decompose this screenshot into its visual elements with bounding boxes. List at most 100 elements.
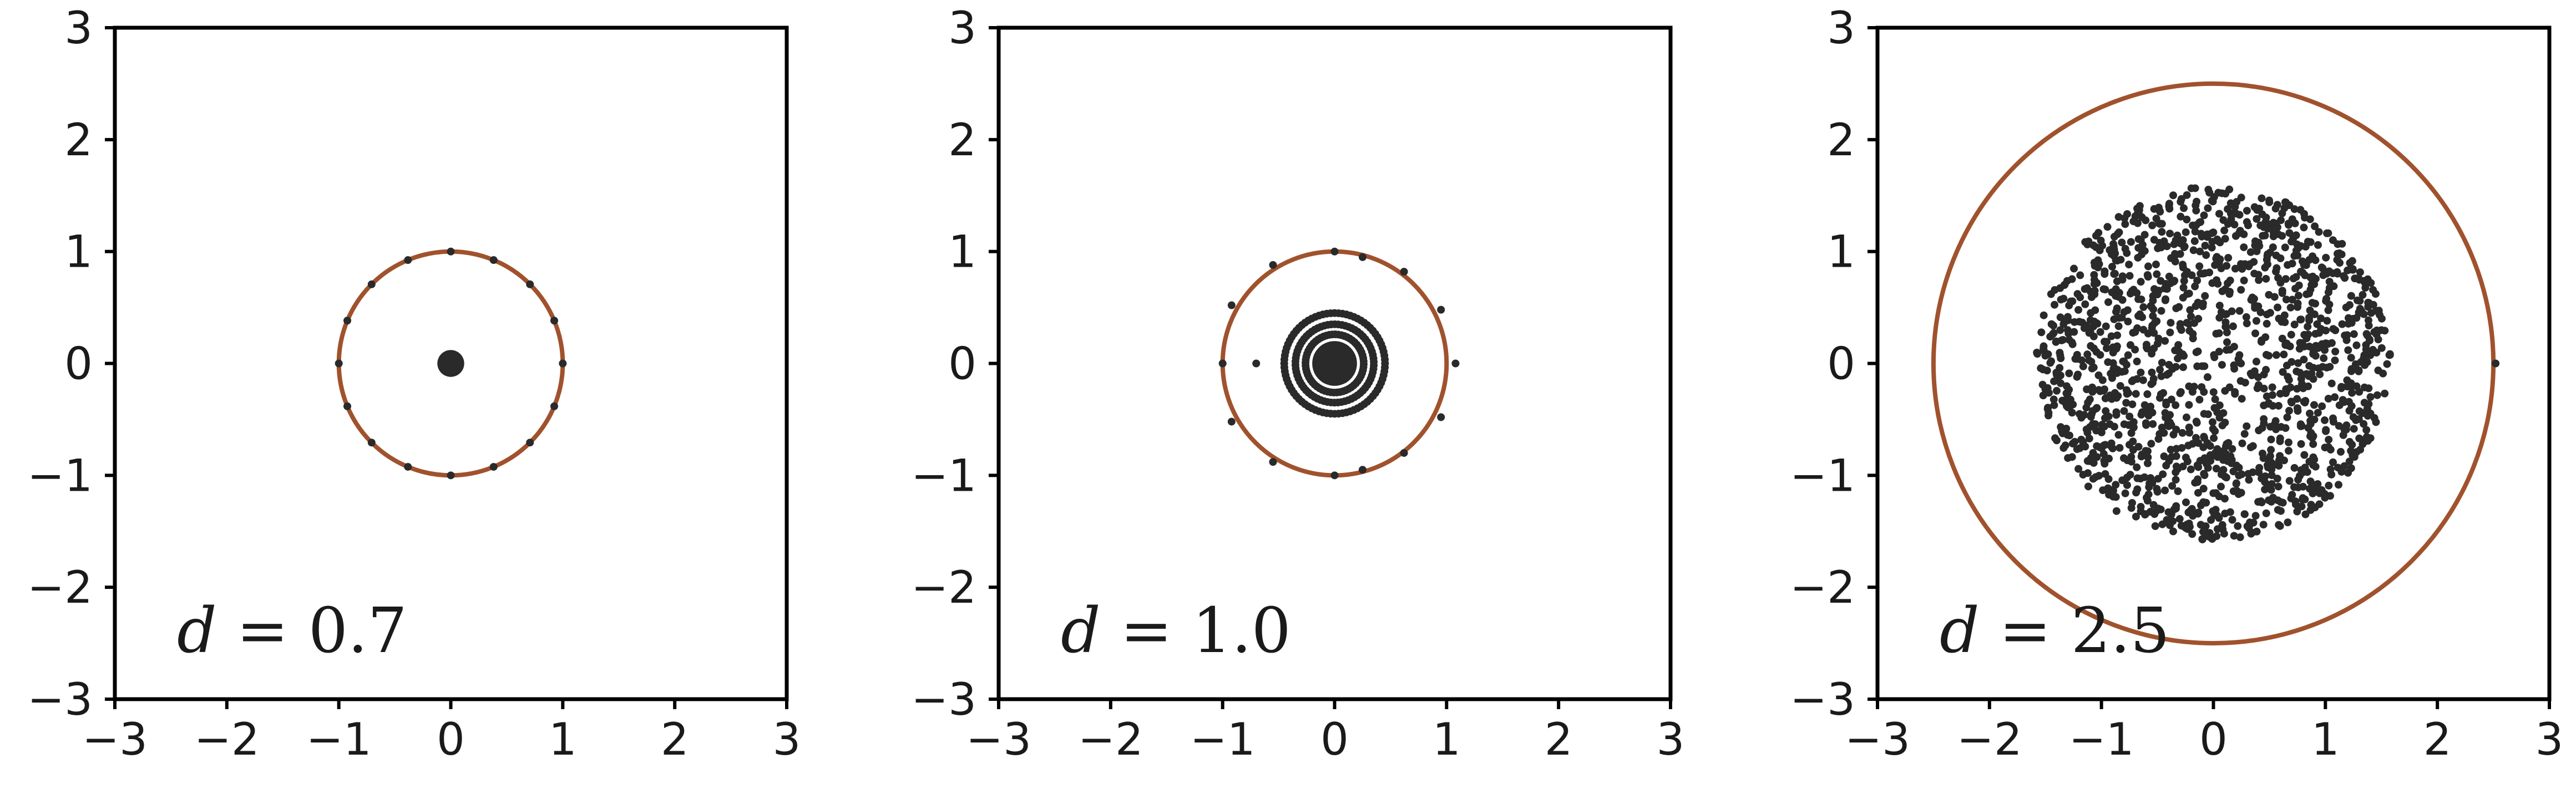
data-point [2275, 314, 2283, 323]
data-point [2336, 259, 2344, 267]
data-point [2099, 285, 2108, 293]
data-point [2164, 420, 2172, 428]
data-point [2253, 215, 2261, 223]
data-point [2144, 453, 2152, 461]
data-point [2068, 297, 2077, 306]
data-point [2200, 432, 2208, 441]
data-point [2268, 465, 2276, 474]
data-point [2074, 370, 2082, 379]
y-tick-label: 0 [1827, 338, 1855, 390]
annotation-equals: = [1101, 595, 1192, 667]
data-point [2194, 510, 2202, 518]
data-point [2237, 286, 2245, 294]
data-point [2059, 320, 2068, 328]
data-point [2305, 316, 2314, 324]
data-point [2183, 319, 2191, 327]
data-point [2268, 471, 2276, 480]
data-point [2334, 481, 2342, 489]
annotation-variable: d [1061, 595, 1101, 667]
data-point [2273, 201, 2281, 209]
data-point [2096, 387, 2104, 395]
data-point [2346, 259, 2354, 267]
data-point [2297, 315, 2305, 324]
data-point [2386, 351, 2394, 359]
data-point [2102, 407, 2110, 415]
data-point [2309, 375, 2317, 383]
data-point [2104, 475, 2113, 483]
data-point [2199, 299, 2207, 308]
data-point [2153, 270, 2161, 278]
data-point [2169, 517, 2177, 526]
data-point [2178, 444, 2186, 452]
data-point [2158, 520, 2167, 528]
data-point [2198, 383, 2206, 391]
data-point [2143, 390, 2152, 398]
data-point [2315, 228, 2323, 236]
data-point [2141, 511, 2149, 519]
data-point [2230, 532, 2238, 540]
data-point [2192, 348, 2200, 357]
data-point [2250, 367, 2259, 375]
data-point [2124, 317, 2132, 325]
data-point [2057, 379, 2065, 388]
data-point [2263, 256, 2271, 264]
data-point [2150, 329, 2158, 337]
data-point [2051, 434, 2059, 442]
data-point [2123, 456, 2132, 465]
data-point [2127, 238, 2135, 246]
data-point [2293, 240, 2301, 248]
data-point [2253, 247, 2261, 256]
data-point [2149, 312, 2157, 320]
data-point [2112, 481, 2120, 489]
data-point [2088, 383, 2097, 391]
data-point [2098, 420, 2106, 429]
data-point [447, 247, 455, 256]
data-point [2112, 408, 2120, 416]
data-point [2333, 268, 2341, 276]
data-point [2344, 346, 2352, 354]
data-point [1269, 261, 1277, 269]
data-point [2263, 319, 2271, 328]
data-point [2183, 457, 2192, 466]
data-point [2144, 411, 2153, 420]
data-point [2322, 427, 2330, 435]
data-point [2134, 295, 2143, 303]
data-point [2172, 401, 2180, 409]
data-point [2121, 489, 2129, 497]
data-point [2215, 210, 2223, 218]
data-point [2179, 283, 2188, 292]
data-point [2244, 470, 2253, 478]
data-point [2301, 242, 2310, 251]
data-point [2077, 435, 2086, 444]
data-point [2202, 251, 2210, 259]
data-point [2209, 197, 2217, 206]
data-point [2177, 240, 2185, 248]
data-point [367, 439, 376, 447]
data-point [2116, 444, 2124, 452]
annotation-variable: d [177, 595, 217, 667]
data-point [2299, 384, 2307, 393]
data-point [2109, 365, 2118, 373]
data-point [2192, 221, 2200, 229]
data-point [2257, 338, 2265, 346]
data-point [2355, 276, 2364, 284]
annotation-value: 1.0 [1192, 595, 1291, 667]
data-point [2200, 362, 2209, 370]
y-tick-label: −2 [1790, 562, 1855, 613]
data-point [2229, 467, 2238, 476]
data-point [2073, 445, 2081, 454]
data-point [2053, 371, 2061, 379]
data-point [2101, 460, 2109, 468]
data-point [2065, 335, 2073, 344]
data-point [2249, 442, 2257, 450]
data-point [2147, 440, 2155, 448]
data-point [2360, 399, 2368, 407]
data-point [335, 359, 343, 368]
data-point [2219, 525, 2227, 533]
data-point [2087, 293, 2096, 301]
data-point [2096, 246, 2104, 254]
data-point [2258, 498, 2266, 507]
data-point [2340, 398, 2348, 406]
data-point [2360, 420, 2368, 428]
data-point [2274, 482, 2283, 491]
